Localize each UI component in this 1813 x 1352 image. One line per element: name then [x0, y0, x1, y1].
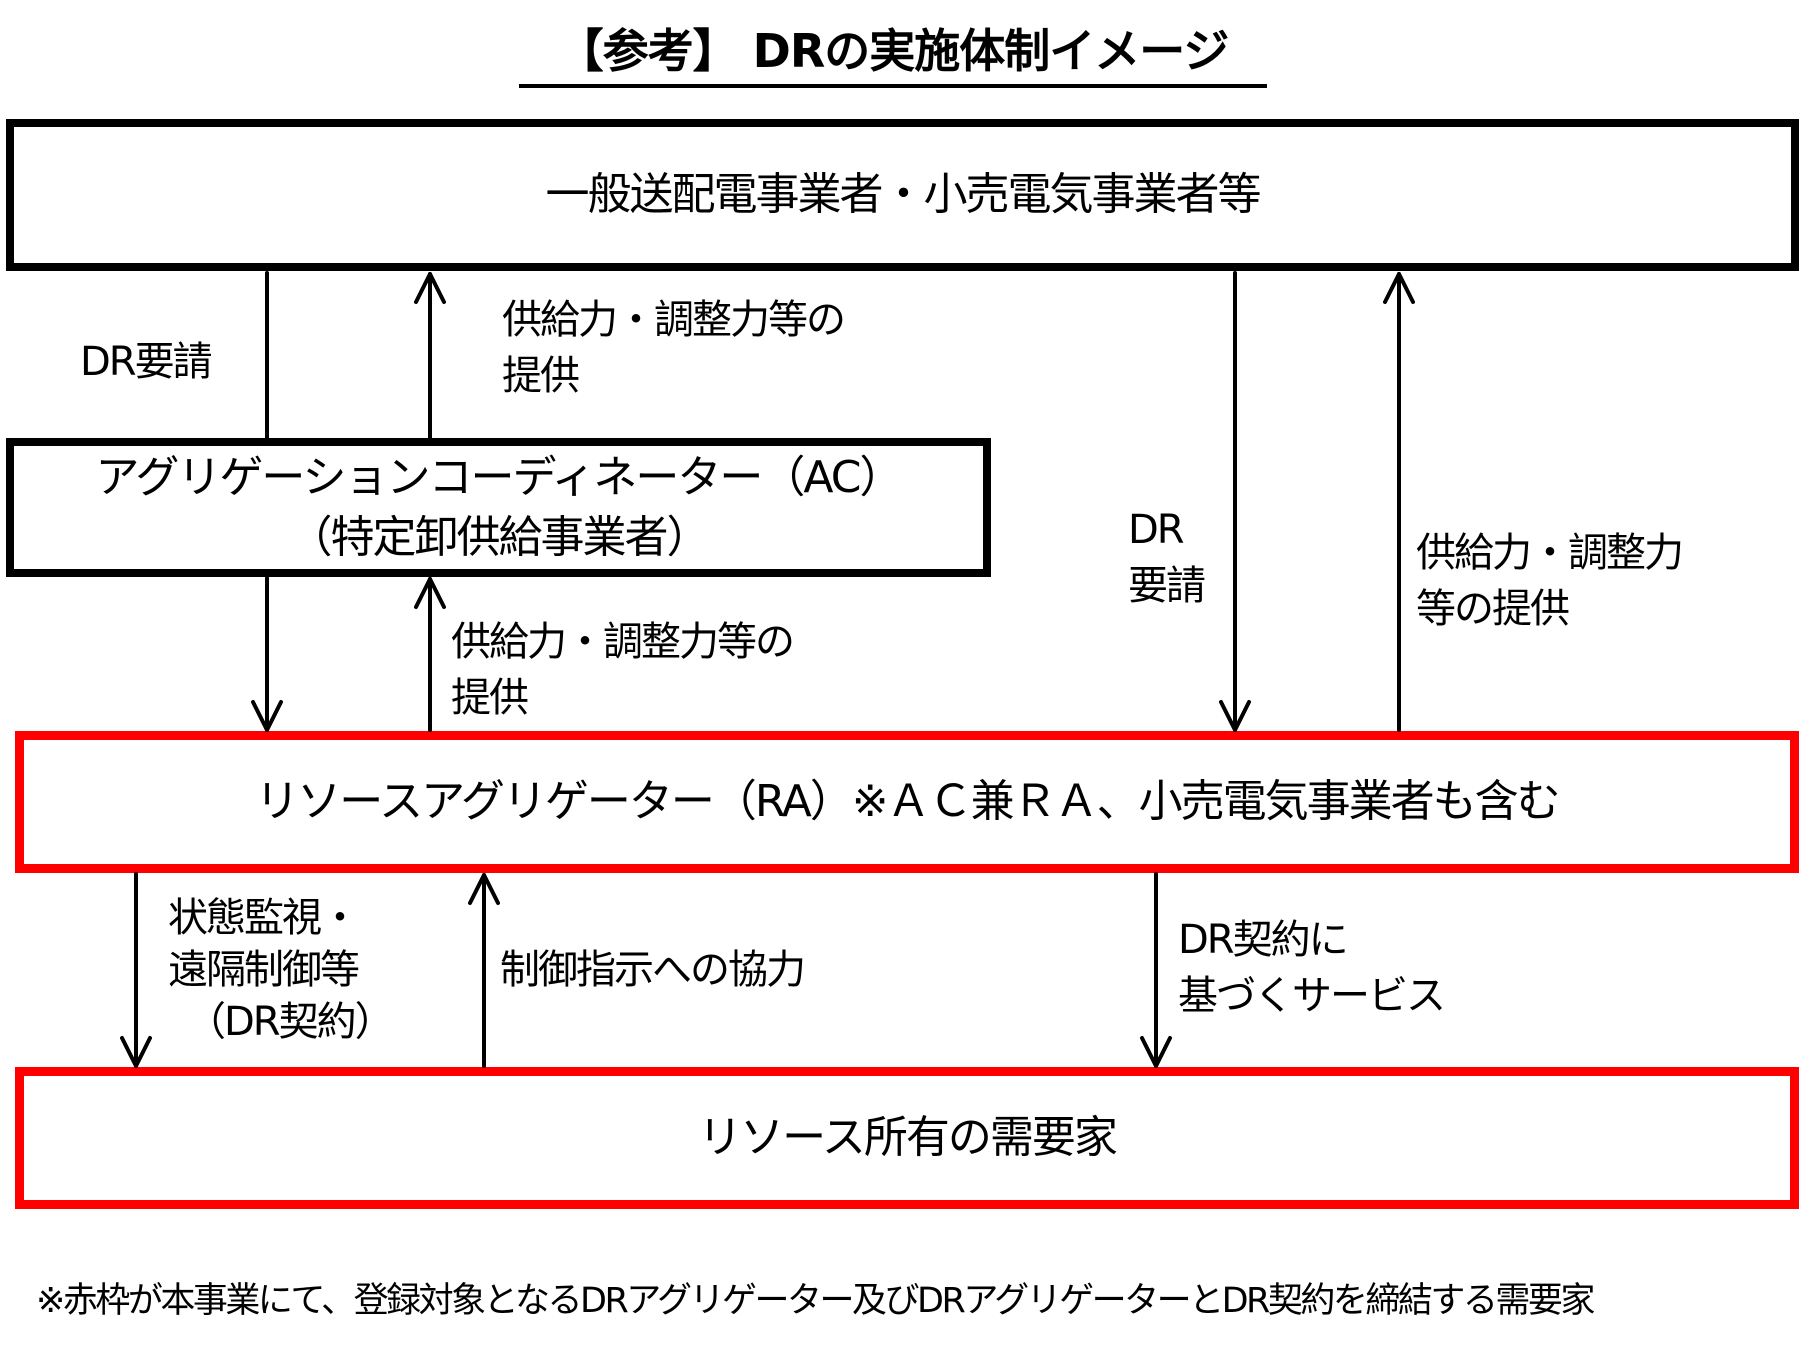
arrow-ac-to-ra — [251, 576, 283, 732]
supply-provision-upper-line2: 提供 — [502, 353, 580, 399]
aggregation-coordinator-box: アグリゲーションコーディネーター（AC） （特定卸供給事業者） — [6, 438, 991, 577]
supply-provision-lower-line1: 供給力・調整力等の — [451, 619, 795, 665]
monitoring-control-label: 状態監視・ 遠隔制御等 （DR契約） — [168, 892, 395, 1048]
resource-owner-customer-box: リソース所有の需要家 — [15, 1067, 1799, 1209]
arrow-ra-to-customer-service — [1140, 872, 1172, 1068]
arrow-ra-to-ac — [414, 577, 446, 732]
dr-contract-service-line2: 基づくサービス — [1178, 973, 1446, 1019]
dr-request-label-right: DR 要請 — [1128, 502, 1206, 614]
dr-contract-service-label: DR契約に 基づくサービス — [1178, 912, 1446, 1024]
control-cooperation-label: 制御指示への協力 — [500, 947, 806, 993]
supply-provision-upper-line1: 供給力・調整力等の — [502, 297, 846, 343]
supply-provision-label-right: 供給力・調整力 等の提供 — [1416, 525, 1684, 637]
arrow-ac-to-top — [414, 272, 446, 440]
monitoring-control-line2: 遠隔制御等 — [168, 947, 360, 993]
resource-owner-customer-label: リソース所有の需要家 — [698, 1112, 1118, 1163]
arrow-ra-to-customer-control — [120, 872, 152, 1068]
diagram-title: 【参考】 DRの実施体制イメージ — [519, 22, 1267, 88]
transmission-retail-operators-box: 一般送配電事業者・小売電気事業者等 — [6, 119, 1799, 271]
monitoring-control-line3: （DR契約） — [186, 999, 395, 1045]
arrow-top-to-ra — [1219, 271, 1251, 732]
footnote: ※赤枠が本事業にて、登録対象となるDRアグリゲーター及びDRアグリゲーターとDR… — [36, 1281, 1595, 1321]
dr-request-right-line1: DR — [1128, 507, 1185, 553]
arrow-customer-to-ra — [468, 873, 500, 1068]
supply-provision-label-upper: 供給力・調整力等の 提供 — [502, 292, 846, 404]
specific-wholesale-supplier-label: （特定卸供給事業者） — [288, 511, 711, 563]
supply-provision-label-lower: 供給力・調整力等の 提供 — [451, 614, 795, 726]
monitoring-control-line1: 状態監視・ — [168, 895, 360, 941]
arrow-ra-to-top — [1383, 272, 1415, 732]
supply-provision-lower-line2: 提供 — [451, 675, 529, 721]
transmission-retail-operators-label: 一般送配電事業者・小売電気事業者等 — [545, 169, 1262, 220]
supply-provision-right-line1: 供給力・調整力 — [1416, 530, 1684, 576]
dr-request-label-left: DR要請 — [80, 339, 213, 385]
resource-aggregator-box: リソースアグリゲーター（RA）※ＡＣ兼ＲＡ、小売電気事業者も含む — [15, 731, 1799, 873]
supply-provision-right-line2: 等の提供 — [1416, 586, 1570, 632]
aggregation-coordinator-label: アグリゲーションコーディネーター（AC） — [95, 451, 904, 503]
resource-aggregator-label: リソースアグリゲーター（RA）※ＡＣ兼ＲＡ、小売電気事業者も含む — [255, 776, 1560, 827]
dr-contract-service-line1: DR契約に — [1178, 917, 1349, 963]
dr-request-right-line2: 要請 — [1128, 563, 1206, 609]
